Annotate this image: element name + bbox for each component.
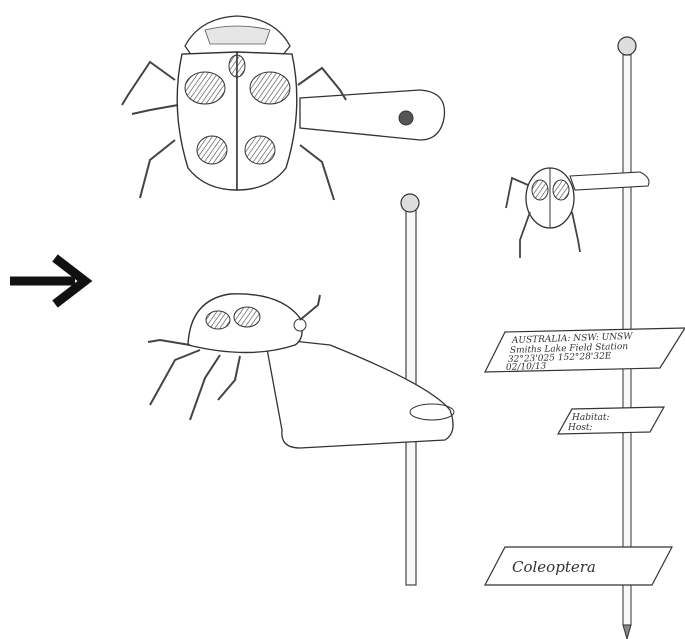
host-text: Host: — [567, 423, 593, 433]
pinned-specimen: AUSTRALIA: NSW: UNSW Smiths Lake Field S… — [485, 37, 685, 639]
beetle-lateral-view — [148, 194, 454, 585]
locality-line-4: 02/10/13 — [506, 362, 547, 373]
small-beetle-front — [506, 168, 580, 258]
beetle-dorsal-view — [122, 16, 445, 200]
habitat-text: Habitat: — [571, 413, 610, 423]
order-text: Coleoptera — [512, 558, 596, 576]
direction-arrow — [10, 258, 85, 304]
